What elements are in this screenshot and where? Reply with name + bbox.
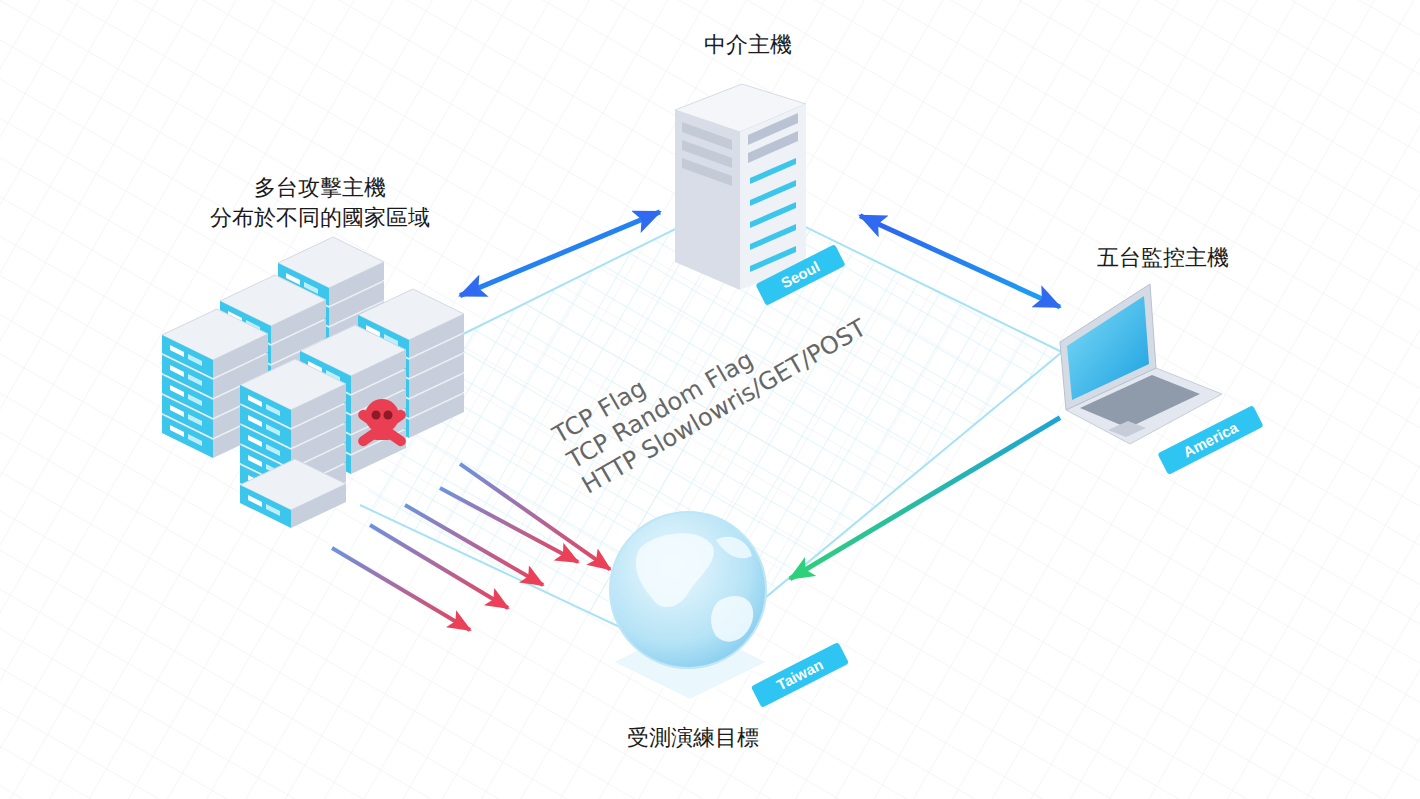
node-heading: 中介主機 <box>704 30 792 60</box>
attack-traffic-arrows-part <box>370 525 508 608</box>
node-heading: 五台監控主機 <box>1097 243 1229 273</box>
attack-server-cluster-part <box>240 459 346 528</box>
monitor-link <box>790 418 1060 579</box>
relay-server-part <box>750 158 796 184</box>
location-tag: America <box>1157 405 1263 475</box>
relay-server-part <box>750 224 796 250</box>
location-tag: Seoul <box>755 244 845 306</box>
relay-server-part <box>750 180 796 206</box>
skull-symbol <box>356 399 408 448</box>
attack-traffic-arrows <box>332 488 578 630</box>
laptop-illustration-part <box>1108 421 1146 437</box>
location-tag: Taiwan <box>751 642 849 708</box>
target-globe-part <box>610 512 766 668</box>
relay-server-part <box>748 131 798 163</box>
laptop-illustration <box>1060 284 1222 444</box>
attack-traffic-arrows-part <box>332 548 470 630</box>
relay-server-node: 中介主機 Seoul <box>660 30 860 310</box>
target-globe-part <box>716 537 752 558</box>
relay-server-part <box>675 110 740 290</box>
attack-cluster-node: 多台攻擊主機 分布於不同的國家區域 <box>160 172 460 545</box>
control-link <box>860 216 1060 307</box>
relay-server-part <box>750 202 796 228</box>
target-globe-part <box>711 596 753 642</box>
node-heading: 多台攻擊主機 分布於不同的國家區域 <box>204 173 436 233</box>
target-globe-node: 受測演練目標Taiwan <box>610 510 790 755</box>
control-link <box>460 212 660 296</box>
attack-type-labels: TCP FlagTCP Random FlagHTTP Slowlowris/G… <box>548 263 871 500</box>
target-globe <box>610 512 768 700</box>
attack-traffic-arrows-part <box>405 505 543 585</box>
laptop-illustration-part <box>1067 296 1149 400</box>
relay-server-part <box>740 104 806 290</box>
skull-symbol-part <box>372 411 381 420</box>
target-globe-part <box>636 533 714 607</box>
skull-symbol-part <box>384 411 393 420</box>
node-heading: 受測演練目標 <box>627 723 759 753</box>
skull-symbol-part <box>373 426 391 440</box>
laptop-illustration-part <box>1060 284 1156 410</box>
monitor-laptop-node: 五台監控主機America <box>1060 240 1270 470</box>
relay-server-part <box>682 158 732 186</box>
attack-server-cluster <box>162 237 464 528</box>
relay-server <box>675 84 806 290</box>
